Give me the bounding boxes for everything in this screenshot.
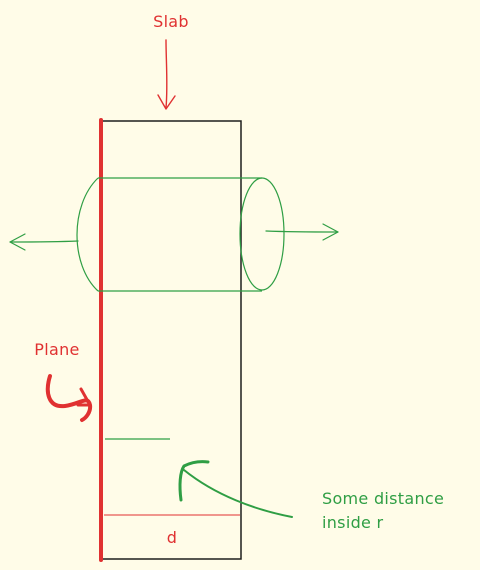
cylinder-shape: [76, 177, 285, 292]
arrow-left-icon: [9, 233, 79, 251]
d-label: d: [167, 528, 177, 547]
slab-label: Slab: [153, 12, 189, 31]
arrow-right-icon: [265, 223, 339, 241]
arrow-down-icon: [157, 39, 176, 110]
distance-curved-arrow-icon: [178, 460, 293, 518]
distance-label-line1: Some distance: [322, 489, 444, 508]
plane-curved-arrow-icon: [45, 374, 93, 422]
distance-label-line2: inside r: [322, 513, 384, 532]
plane-label: Plane: [34, 340, 79, 359]
